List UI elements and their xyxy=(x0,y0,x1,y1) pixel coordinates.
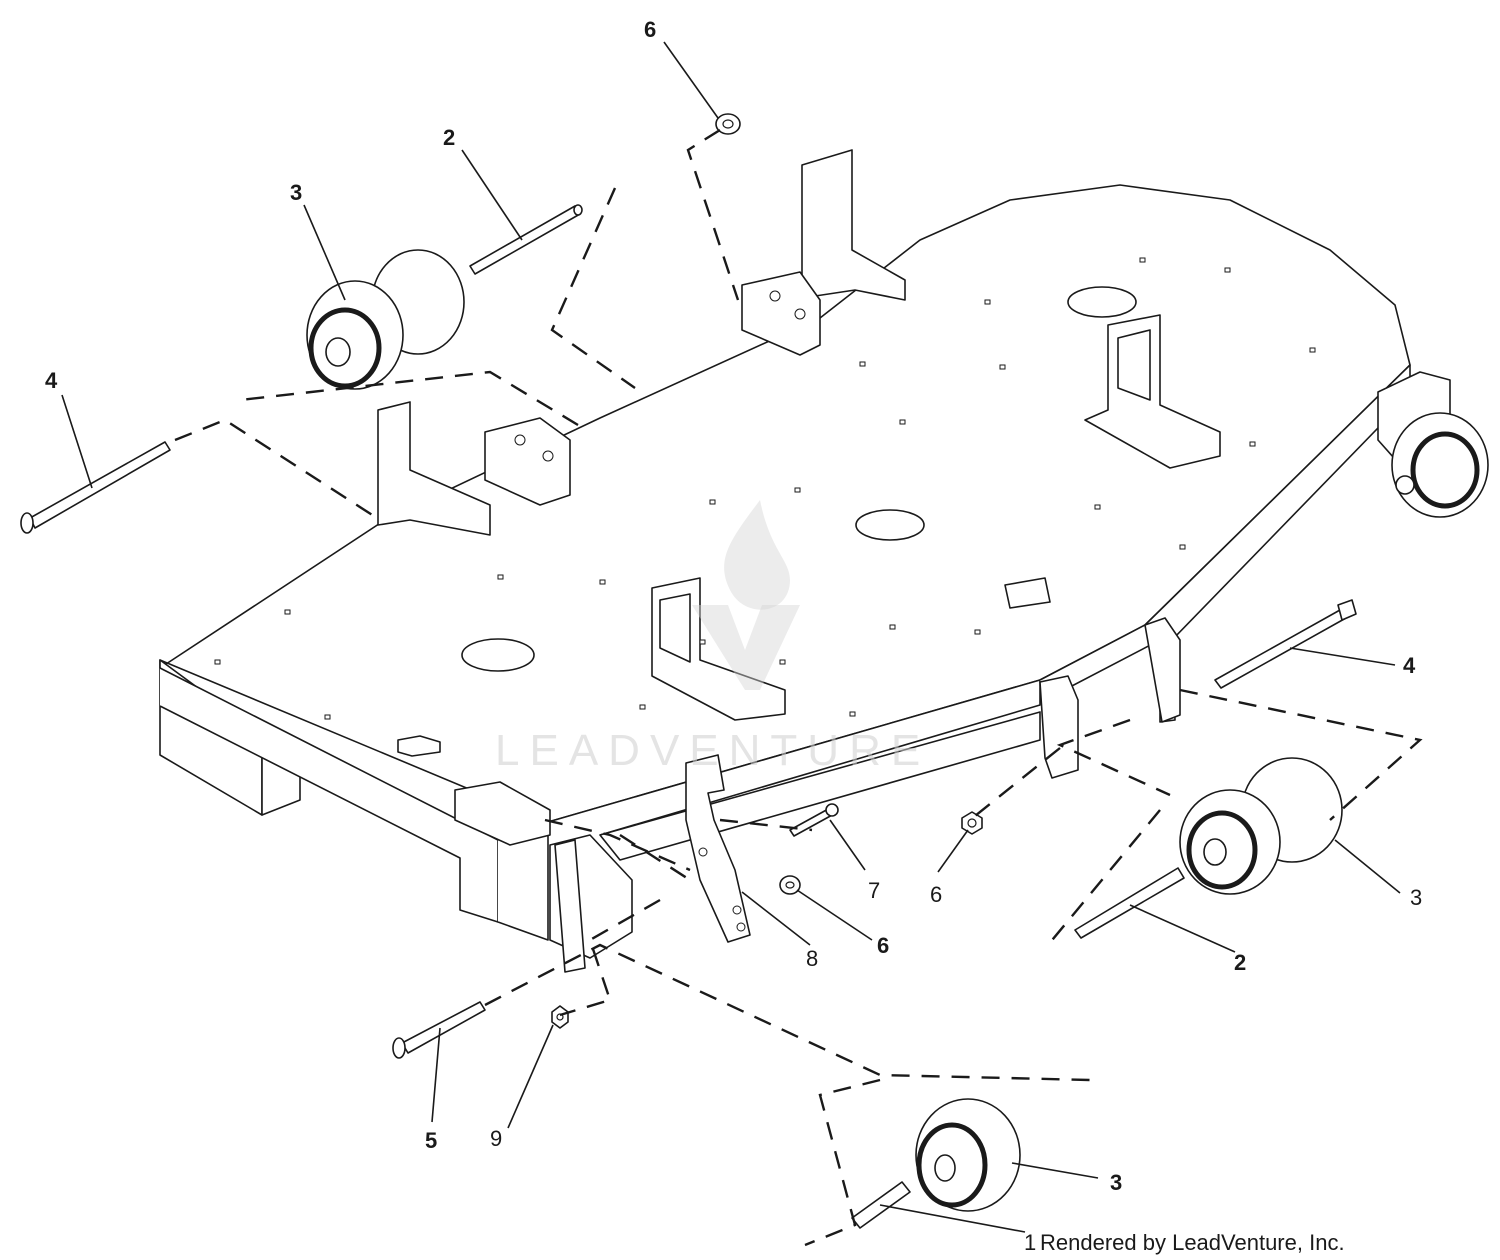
callout-1-bottom: 1 xyxy=(1024,1230,1036,1255)
callout-9: 9 xyxy=(490,1126,502,1151)
callout-4-right: 4 xyxy=(1403,653,1416,678)
bolt-upper-left xyxy=(20,441,171,534)
watermark-brand: LEADVENTURE xyxy=(495,726,930,775)
bolt-right xyxy=(1214,599,1357,689)
callout-2-right: 2 xyxy=(1234,950,1246,975)
bracket-8 xyxy=(685,754,751,943)
roller-right xyxy=(1179,757,1343,895)
flame-logo-icon xyxy=(724,500,790,610)
nut-9 xyxy=(551,1005,569,1029)
callout-6-mid: 6 xyxy=(930,882,942,907)
callout-3-bottom: 3 xyxy=(1110,1170,1122,1195)
roller-bottom xyxy=(915,1098,1021,1212)
callout-8: 8 xyxy=(806,946,818,971)
nut-top xyxy=(715,113,741,135)
callout-6-top: 6 xyxy=(644,17,656,42)
callout-6-bracket: 6 xyxy=(877,933,889,958)
bolt-lower-left xyxy=(392,1001,486,1059)
axle-right xyxy=(1074,867,1185,939)
leadventure-watermark: LEADVENTURE xyxy=(495,500,930,775)
callout-2-left: 2 xyxy=(443,125,455,150)
axle-upper-left xyxy=(469,204,583,275)
callout-3-left: 3 xyxy=(290,180,302,205)
callout-3-right: 3 xyxy=(1410,885,1422,910)
callout-labels: 6 2 3 4 4 3 2 7 6 6 8 5 9 3 1 xyxy=(45,17,1422,1255)
deck-holes xyxy=(214,257,1316,720)
roller-upper-left xyxy=(306,249,465,390)
w-logo-icon xyxy=(692,605,800,690)
leader-lines xyxy=(61,41,1401,1233)
callout-5: 5 xyxy=(425,1128,437,1153)
roller-right-bracket xyxy=(1391,412,1489,518)
assembly-lines xyxy=(174,128,1423,1247)
footer-credit: Rendered by LeadVenture, Inc. xyxy=(1040,1230,1345,1255)
callout-7: 7 xyxy=(868,878,880,903)
callout-4-left: 4 xyxy=(45,368,58,393)
washer-6 xyxy=(779,875,801,895)
small-bolt-7 xyxy=(789,803,839,837)
nut-mid xyxy=(961,811,983,835)
